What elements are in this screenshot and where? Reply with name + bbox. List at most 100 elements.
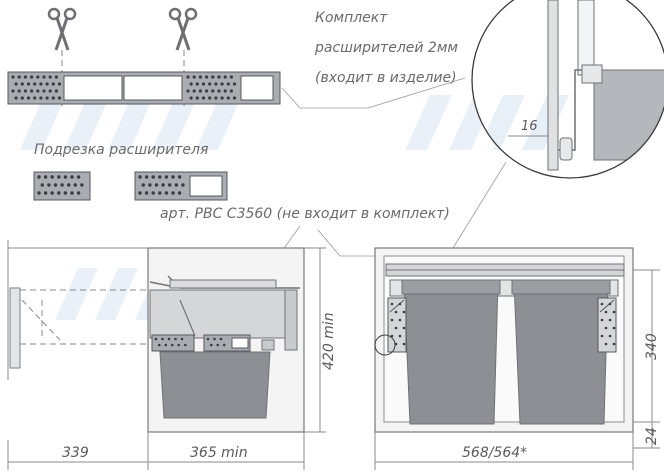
perforation-hole	[177, 191, 182, 195]
perforation-hole	[60, 183, 64, 187]
perforation-hole	[600, 318, 604, 322]
perforation-hole	[48, 89, 52, 93]
perforation-hole	[219, 337, 223, 341]
article-label: арт. PBC C3560 (не входит в комплект)	[160, 206, 450, 222]
perforation-hole	[186, 75, 190, 79]
trimmed-strip-long	[134, 171, 228, 201]
perforation-hole	[11, 75, 15, 79]
perforation-hole	[612, 326, 616, 330]
kit-label-line2: расширителей 2мм	[314, 40, 458, 56]
perforation-hole	[205, 89, 209, 93]
perforation-hole	[195, 96, 199, 100]
perforation-hole	[141, 183, 145, 187]
perforation-hole	[390, 318, 394, 322]
perforation-hole	[144, 175, 149, 179]
perforation-hole	[138, 175, 142, 179]
perforation-hole	[186, 89, 190, 93]
perforation-hole	[14, 96, 18, 100]
perforation-hole	[192, 89, 196, 93]
scissors-icon	[168, 7, 198, 51]
perforation-hole	[20, 96, 24, 100]
detail-marker-circle	[374, 334, 396, 356]
scissors-icon	[47, 7, 77, 51]
perforation-hole	[398, 302, 402, 306]
perforation-hole	[170, 343, 174, 347]
perforation-hole	[48, 75, 52, 79]
perforation-hole	[390, 302, 394, 306]
perforation-hole	[226, 96, 230, 100]
perforation-hole	[167, 337, 171, 341]
perforation-hole	[154, 337, 158, 341]
perforation-hole	[43, 175, 48, 179]
perforation-hole	[612, 342, 616, 346]
perforation-hole	[174, 183, 178, 187]
perforation-hole	[36, 89, 40, 93]
dim-568-564: 568/564*	[462, 445, 527, 461]
perforation-hole	[148, 183, 152, 187]
perforation-hole	[67, 183, 71, 187]
perforation-hole	[161, 183, 165, 187]
perforation-hole	[26, 82, 31, 86]
perforation-hole	[604, 326, 608, 330]
dim-365min: 365 min	[190, 445, 248, 461]
perforation-hole	[177, 343, 181, 347]
perforation-hole	[151, 191, 155, 195]
perforation-hole	[223, 75, 227, 79]
perforation-hole	[70, 175, 74, 179]
perforation-hole	[80, 183, 84, 187]
front-view	[374, 247, 634, 433]
perforation-hole	[189, 82, 193, 86]
perforation-hole	[53, 183, 58, 187]
kit-label-line3: (входит в изделие)	[315, 70, 457, 86]
perforation-hole	[11, 89, 15, 93]
perforation-hole	[14, 82, 18, 86]
perforation-hole	[17, 89, 21, 93]
perforation-hole	[180, 337, 184, 341]
perforation-hole	[51, 96, 55, 100]
dim-24: 24	[644, 427, 660, 445]
kit-label-line1: Комплект	[315, 10, 388, 26]
perforation-hole	[612, 310, 616, 314]
perforation-hole	[600, 334, 604, 338]
perforation-hole	[229, 89, 233, 93]
perforation-hole	[57, 175, 61, 179]
perforation-hole	[198, 75, 202, 79]
perforation-hole	[171, 175, 175, 179]
detail-zoom-circle	[471, 0, 664, 179]
trim-label: Подрезка расширителя	[34, 142, 208, 158]
perforation-hole	[164, 175, 169, 179]
perforation-hole	[30, 89, 34, 93]
perforation-hole	[183, 343, 187, 347]
perforation-hole	[17, 75, 21, 79]
perforation-hole	[151, 175, 155, 179]
perforation-hole	[195, 82, 199, 86]
perforation-hole	[217, 89, 221, 93]
perforation-hole	[394, 310, 398, 314]
perforation-hole	[63, 191, 68, 195]
perforation-hole	[42, 75, 46, 79]
perforation-hole	[54, 89, 59, 93]
perforation-hole	[226, 82, 230, 86]
perforation-hole	[174, 337, 177, 341]
dim-339: 339	[62, 445, 89, 461]
perforation-hole	[45, 96, 49, 100]
perforation-hole	[214, 82, 218, 86]
article-leader-line	[317, 229, 385, 257]
perforation-hole	[23, 89, 27, 93]
perforation-hole	[76, 191, 81, 195]
perforation-hole	[40, 183, 44, 187]
dim-420min: 420 min	[321, 312, 337, 370]
perforation-hole	[608, 318, 612, 322]
perforation-hole	[209, 343, 213, 347]
perforation-hole	[158, 191, 162, 195]
perforation-hole	[208, 82, 212, 86]
perforation-hole	[33, 96, 37, 100]
extender-strip-full	[7, 71, 281, 105]
perforation-hole	[36, 75, 40, 79]
perforation-hole	[608, 334, 612, 338]
perforation-hole	[604, 342, 608, 346]
perforation-hole	[402, 310, 406, 314]
perforation-hole	[73, 183, 78, 187]
perforation-hole	[220, 82, 224, 86]
